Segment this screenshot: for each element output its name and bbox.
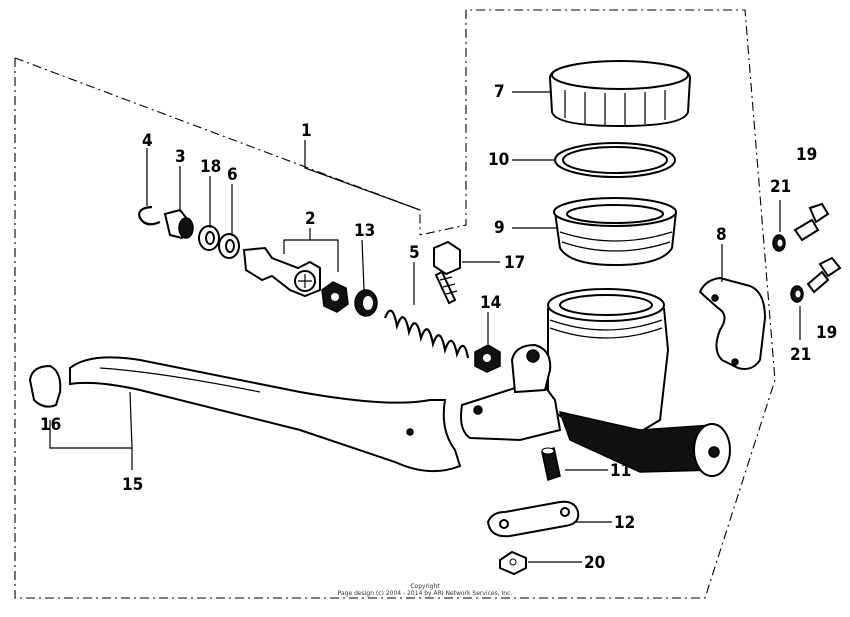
callout-19-lower: 19: [816, 323, 837, 343]
snap-ring: [138, 205, 161, 226]
callout-15: 15: [122, 475, 143, 495]
callout-19-upper: 19: [796, 145, 817, 165]
copyright-line-1: Copyright: [410, 583, 440, 590]
nut-14: [474, 344, 501, 373]
callout-7: 7: [494, 82, 505, 102]
callout-18: 18: [200, 157, 221, 177]
callout-17: 17: [504, 253, 525, 273]
washer-21-lower: [790, 285, 804, 303]
pin-11: [541, 447, 561, 481]
callout-9: 9: [494, 218, 505, 238]
callout-1: 1: [301, 121, 312, 141]
leader-lines: [49, 91, 801, 563]
handlebar-clamp: [698, 276, 767, 370]
callout-2: 2: [305, 209, 316, 229]
piston: [242, 246, 349, 313]
spring: [383, 309, 470, 359]
callout-8: 8: [716, 225, 727, 245]
master-cylinder-body: [460, 288, 731, 477]
washer-21-upper: [772, 234, 786, 252]
lever-cap: [28, 364, 62, 408]
boot: [163, 208, 194, 240]
callout-4: 4: [142, 131, 153, 151]
bolt-19-lower: [806, 256, 842, 294]
callout-16: 16: [40, 415, 61, 435]
callout-21-lower: 21: [790, 345, 811, 365]
gasket-ring: [554, 142, 676, 178]
callout-10: 10: [488, 150, 509, 170]
callout-12: 12: [614, 513, 635, 533]
diaphragm: [553, 197, 677, 267]
washer-6: [218, 233, 240, 259]
callout-20: 20: [584, 553, 605, 573]
washer-18: [198, 225, 220, 251]
pivot-bolt: [433, 240, 461, 305]
copyright-line-2: Page design (c) 2004 - 2014 by ARI Netwo…: [338, 590, 513, 597]
nut-20: [499, 550, 527, 576]
brake-lever: [69, 356, 462, 473]
reservoir-cap: [548, 60, 692, 128]
callout-6: 6: [227, 165, 238, 185]
copyright-footer: Copyright Page design (c) 2004 - 2014 by…: [338, 583, 513, 597]
callout-14: 14: [480, 293, 501, 313]
callout-11: 11: [610, 461, 631, 481]
callout-5: 5: [409, 243, 420, 263]
bolt-19-upper: [793, 202, 830, 242]
callout-21-upper: 21: [770, 177, 791, 197]
seal-cup: [354, 289, 378, 317]
callout-3: 3: [175, 147, 186, 167]
plate-12: [486, 500, 580, 538]
callout-13: 13: [354, 221, 375, 241]
callout-labels: 1 2 3 4 5 6 7 8 9 10 11 12 13 14 15 16 1…: [40, 82, 837, 573]
